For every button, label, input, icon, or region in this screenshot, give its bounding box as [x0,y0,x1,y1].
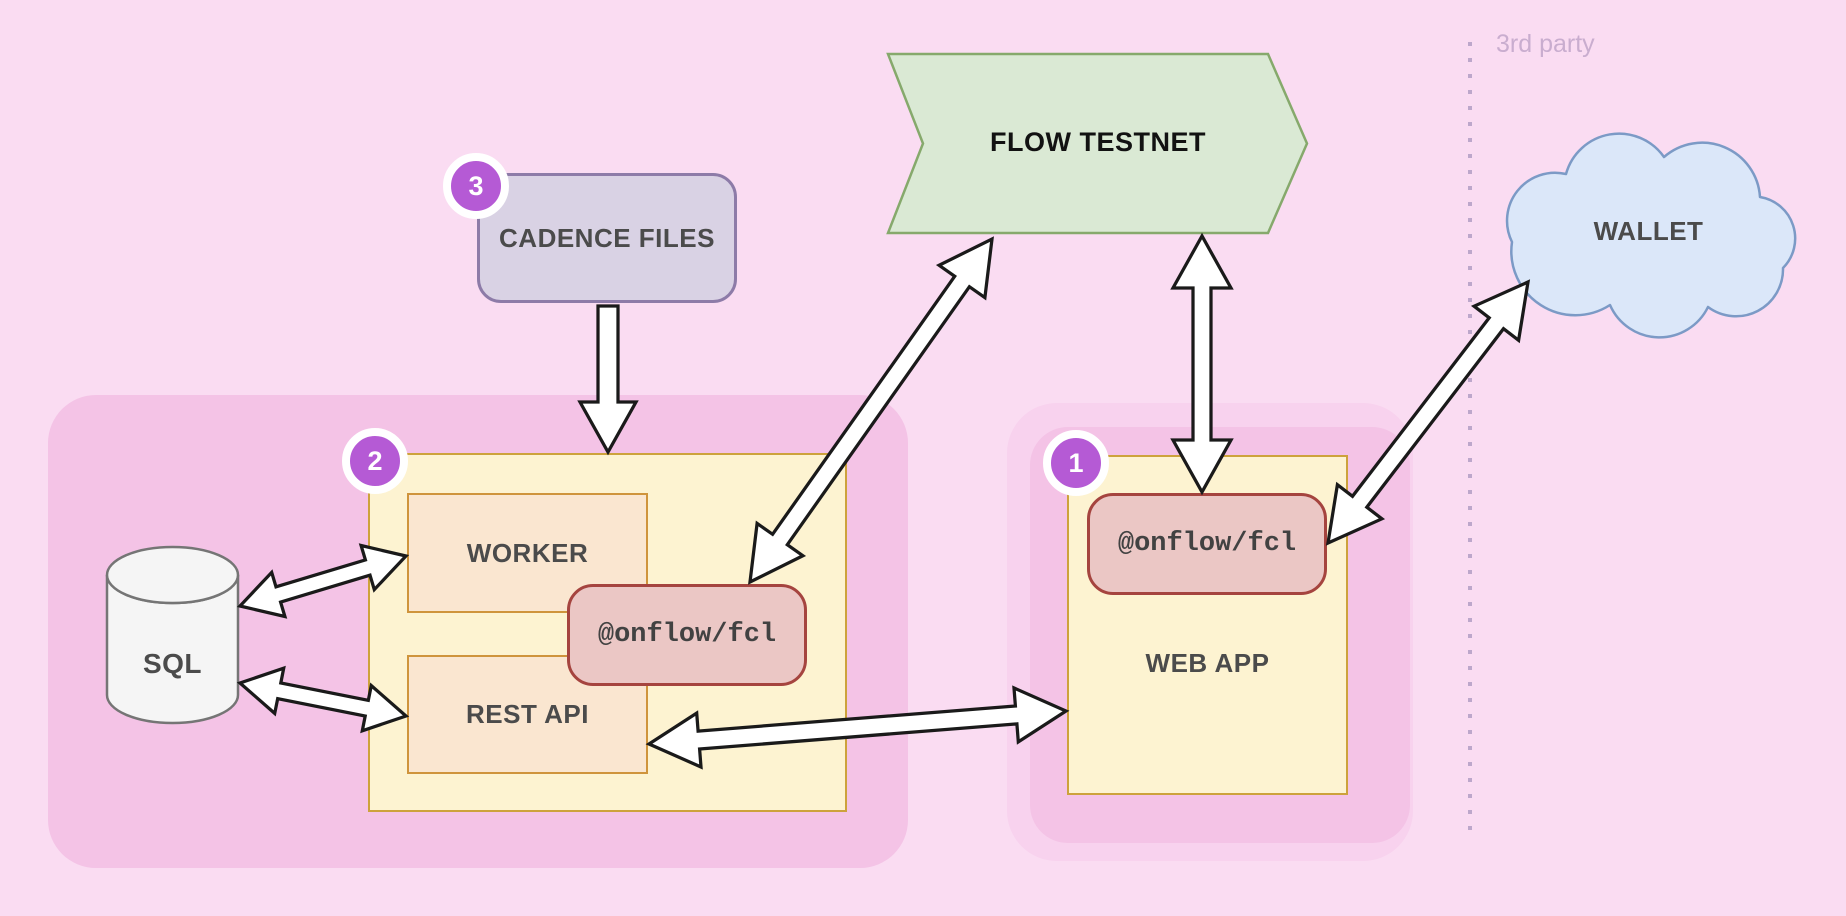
step-badge-1: 1 [1043,430,1109,496]
testnet-to-webapp-fcl-arrow [1170,232,1234,496]
sql-to-restapi-arrow [236,665,410,734]
web-app-label: WEB APP [1145,648,1270,678]
backend-fcl-to-testnet-arrow [748,236,994,585]
webapp-fcl-to-wallet-arrow [1325,279,1531,546]
cadence-to-backend-arrow [577,304,639,456]
sql-cylinder[interactable] [105,545,240,725]
fcl-backend-label: @onflow/fcl [597,620,777,650]
cadence-files-label: CADENCE FILES [499,222,715,253]
cadence-files-box[interactable]: CADENCE FILES [477,173,737,303]
restapi-to-webapp-arrow [645,685,1070,770]
sql-label: SQL [142,648,203,679]
sql-to-worker-arrow [236,543,410,619]
flow-testnet-label: FLOW TESTNET [990,127,1206,157]
wallet-label: WALLET [1593,216,1704,246]
rest-api-label: REST API [466,699,589,729]
flow-testnet-chevron[interactable] [886,52,1309,235]
step-badge-3: 3 [443,153,509,219]
worker-label: WORKER [466,537,589,568]
wallet-cloud[interactable] [1505,132,1797,339]
step-badge-2: 2 [342,428,408,494]
third-party-label: 3rd party [1496,30,1595,58]
fcl-backend-box[interactable]: @onflow/fcl [567,584,807,686]
third-party-divider [1468,42,1472,830]
fcl-webapp-box[interactable]: @onflow/fcl [1087,493,1327,595]
fcl-webapp-label: @onflow/fcl [1117,529,1297,559]
